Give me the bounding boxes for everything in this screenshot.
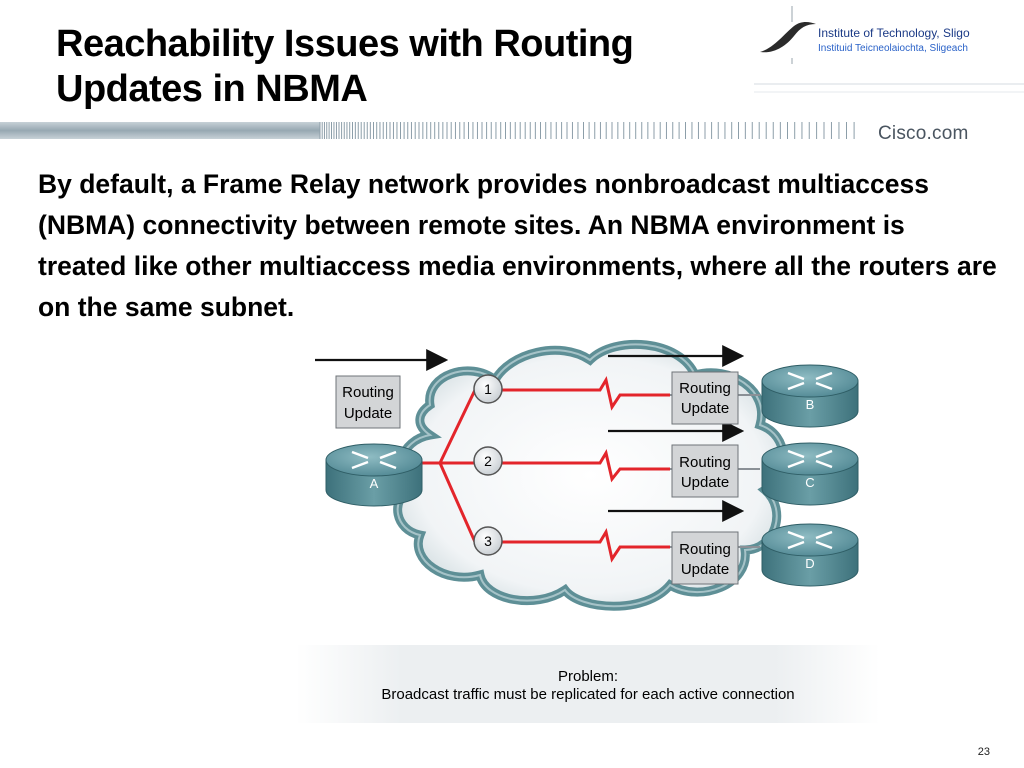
pvc-link-3: [410, 461, 670, 563]
routing-update-box-b: Routing Update: [671, 371, 739, 425]
router-b-label: B: [806, 397, 815, 412]
pvc-link-1: [410, 376, 670, 465]
pvc-number-2: 2: [473, 446, 503, 476]
svg-text:1: 1: [484, 381, 492, 397]
router-arrows-icon: [351, 450, 397, 470]
problem-callout: Problem: Broadcast traffic must be repli…: [296, 645, 880, 723]
institute-logo: Institute of Technology, Sligo Instituid…: [750, 0, 1024, 100]
institute-name-ga: Instituid Teicneolaiochta, Sligeach: [818, 43, 968, 54]
swoosh-logo-icon: [760, 22, 816, 53]
frame-relay-diagram: 1 2 3 Routing Update Routing Update Rout…: [315, 339, 859, 611]
pvc-number-3: 3: [473, 526, 503, 556]
router-arrows-icon: [787, 449, 833, 469]
router-arrows-icon: [787, 530, 833, 550]
svg-text:2: 2: [484, 453, 492, 469]
svg-text:Routing: Routing: [342, 384, 394, 401]
problem-title: Problem:: [557, 668, 619, 685]
body-paragraph: By default, a Frame Relay network provid…: [38, 169, 997, 322]
router-c-label: C: [805, 475, 814, 490]
title-line-1: Reachability Issues with Routing: [56, 23, 634, 65]
routing-update-box-c: Routing Update: [671, 444, 739, 498]
svg-text:Update: Update: [681, 474, 729, 491]
header-bar: [0, 122, 855, 139]
institute-name-en: Institute of Technology, Sligo: [818, 26, 970, 40]
svg-text:Routing: Routing: [679, 454, 731, 471]
router-b: B: [761, 364, 859, 428]
routing-update-box-d: Routing Update: [671, 531, 739, 585]
router-c: C: [761, 442, 859, 506]
logo-frame-lines: [754, 6, 1024, 93]
routing-update-box-incoming: Routing Update: [335, 375, 401, 429]
pvc-links: [410, 376, 670, 563]
svg-text:Update: Update: [681, 561, 729, 578]
problem-text: Broadcast traffic must be replicated for…: [381, 686, 795, 703]
page-number: 23: [977, 746, 990, 758]
svg-text:3: 3: [484, 533, 492, 549]
cisco-logo: Cisco.com: [878, 123, 969, 144]
pvc-link-2: [410, 449, 670, 483]
update-arrows: [315, 345, 745, 522]
router-d-label: D: [805, 556, 814, 571]
svg-text:Routing: Routing: [679, 541, 731, 558]
router-d: D: [761, 523, 859, 587]
router-a-label: A: [370, 476, 379, 491]
svg-text:Update: Update: [681, 400, 729, 417]
svg-text:Routing: Routing: [679, 380, 731, 397]
pvc-number-1: 1: [473, 374, 503, 404]
router-arrows-icon: [787, 371, 833, 391]
title-line-2: Updates in NBMA: [56, 68, 368, 110]
router-a: A: [325, 443, 423, 507]
svg-text:Update: Update: [344, 405, 392, 422]
slide-title: Reachability Issues with Routing Updates…: [56, 22, 756, 112]
